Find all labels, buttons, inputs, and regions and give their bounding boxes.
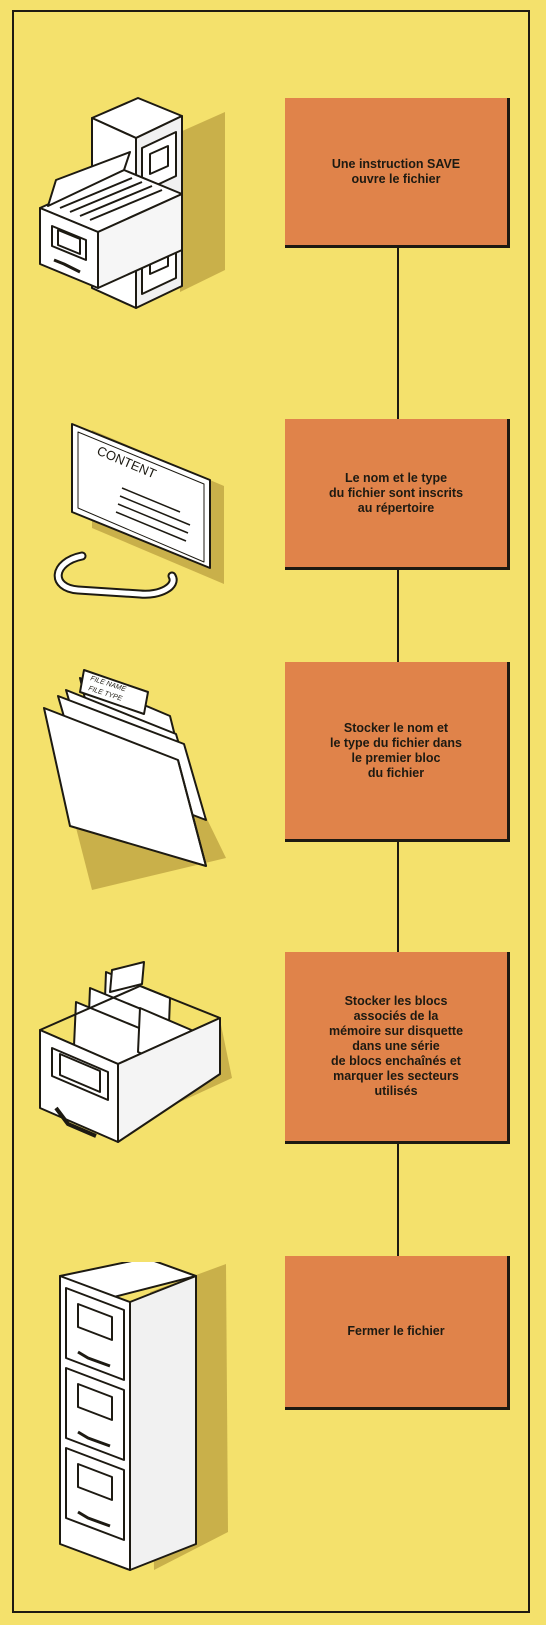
card-index-drawer-icon [20, 958, 250, 1158]
step-4-box: Stocker les blocs associés de la mémoire… [285, 952, 510, 1144]
connector-3-4 [397, 840, 399, 953]
filing-cabinet-open-drawer-icon [20, 60, 250, 310]
step-1-box: Une instruction SAVE ouvre le fichier [285, 98, 510, 248]
connector-1-2 [397, 246, 399, 420]
outer-frame [12, 10, 530, 1613]
step-2-box: Le nom et le type du fichier sont inscri… [285, 419, 510, 570]
content-card-icon: CONTENT [20, 418, 250, 618]
connector-2-3 [397, 568, 399, 663]
folder-icon: FILE NAME FILE TYPE [20, 660, 250, 900]
step-5-box: Fermer le fichier [285, 1256, 510, 1410]
step-1-label: Une instruction SAVE ouvre le fichier [331, 156, 461, 186]
step-4-label: Stocker les blocs associés de la mémoire… [328, 994, 464, 1098]
step-5-label: Fermer le fichier [347, 1324, 445, 1338]
step-3-box: Stocker le nom et le type du fichier dan… [285, 662, 510, 842]
filing-cabinet-closed-icon [20, 1262, 250, 1582]
connector-4-5 [397, 1142, 399, 1257]
step-2-label: Le nom et le type du fichier sont inscri… [328, 470, 464, 515]
step-3-label: Stocker le nom et le type du fichier dan… [330, 720, 462, 780]
